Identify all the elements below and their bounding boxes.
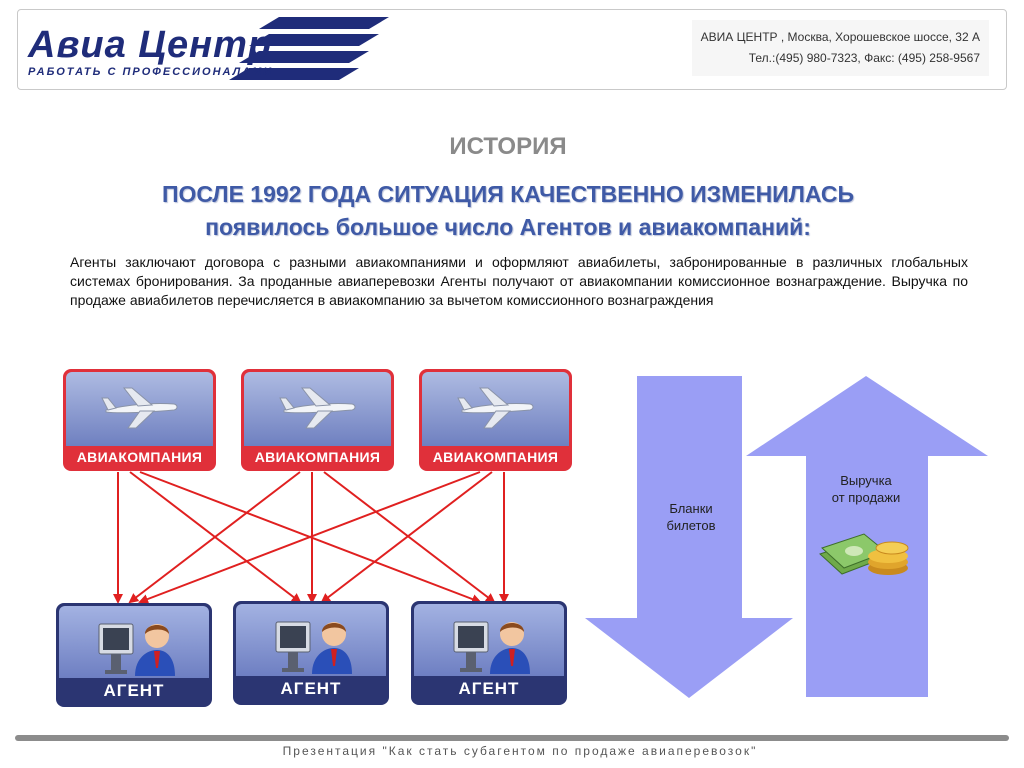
slide-subtitle-line2: появилось большое число Агентов и авиако… — [205, 214, 811, 240]
airplane-icon — [101, 387, 178, 429]
airline-box-2: АВИАКОМПАНИЯ — [241, 369, 394, 471]
contact-phone: Тел.:(495) 980-7323, Факс: (495) 258-956… — [748, 51, 980, 65]
agent-box-3: АГЕНТ — [411, 601, 567, 705]
agent-label: АГЕНТ — [103, 681, 165, 700]
airplane-icon — [457, 387, 534, 429]
footer-text: Презентация "Как стать субагентом по про… — [282, 744, 758, 758]
logo-stripes-icon — [229, 17, 389, 80]
person-at-computer-icon — [98, 623, 175, 676]
arrow-down-label-line1: Бланки — [669, 501, 713, 516]
agent-label: АГЕНТ — [458, 679, 520, 698]
airline-label: АВИАКОМПАНИЯ — [432, 449, 559, 465]
connector-line — [128, 471, 301, 604]
footer-divider — [15, 735, 1009, 741]
arrow-down-label-line2: билетов — [666, 518, 716, 533]
slide-subtitle-line1: ПОСЛЕ 1992 ГОДА СИТУАЦИЯ КАЧЕСТВЕННО ИЗМ… — [161, 181, 855, 207]
arrow-up-label-line1: Выручка — [840, 473, 892, 488]
connector-line — [323, 471, 496, 604]
airplane-icon — [279, 387, 356, 429]
connector-line — [320, 471, 493, 604]
contact-info: АВИА ЦЕНТР , Москва, Хорошевское шоссе, … — [692, 20, 989, 76]
agent-label: АГЕНТ — [280, 679, 342, 698]
slide-body-text: Агенты заключают договора с разными авиа… — [70, 254, 968, 308]
contact-address: АВИА ЦЕНТР , Москва, Хорошевское шоссе, … — [700, 30, 980, 44]
arrow-up-label-line2: от продажи — [831, 490, 901, 505]
airline-label: АВИАКОМПАНИЯ — [254, 449, 381, 465]
airline-label: АВИАКОМПАНИЯ — [76, 449, 203, 465]
money-coins-icon — [819, 533, 909, 575]
arrow-down-shape — [585, 376, 793, 698]
arrow-up-label: Выручка от продажи — [806, 472, 926, 506]
arrow-down-label: Бланки билетов — [636, 500, 746, 534]
person-at-computer-icon — [275, 621, 352, 674]
slide-title: ИСТОРИЯ — [449, 133, 567, 160]
agent-box-2: АГЕНТ — [233, 601, 389, 705]
person-at-computer-icon — [453, 621, 530, 674]
airline-box-3: АВИАКОМПАНИЯ — [419, 369, 572, 471]
logo-tagline: РАБОТАТЬ С ПРОФЕССИОНАЛАМИ — [28, 66, 274, 78]
airline-box-1: АВИАКОМПАНИЯ — [63, 369, 216, 471]
connector-line — [138, 471, 481, 604]
logo-text: Авиа Центр — [28, 24, 273, 66]
agent-box-1: АГЕНТ — [56, 603, 212, 707]
